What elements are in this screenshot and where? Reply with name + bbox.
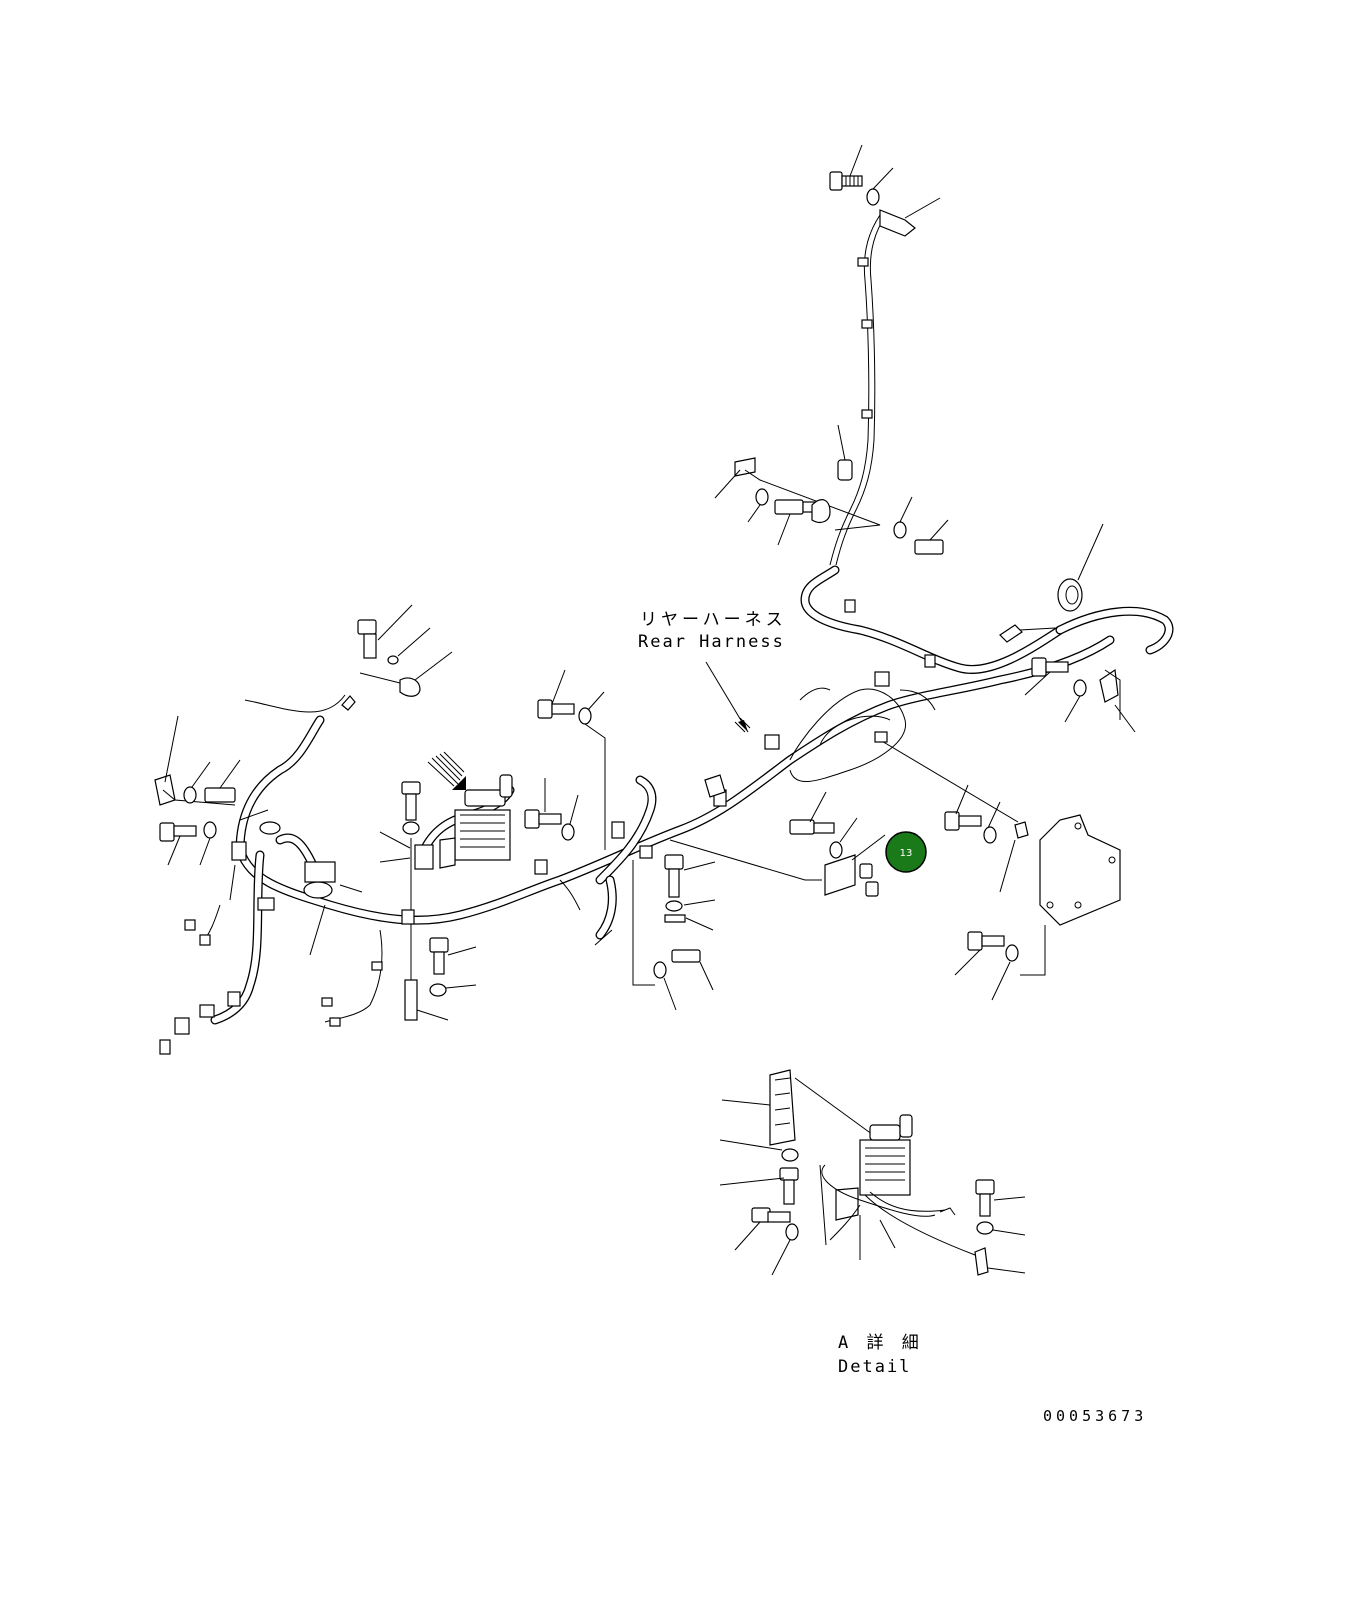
lower-center-bolt-group [429, 937, 477, 997]
detail-a-title-jp: A 詳 細 [838, 1333, 923, 1353]
callout-13[interactable]: 13 [885, 831, 927, 873]
upper-middle-bracket-group [714, 457, 949, 555]
rear-harness-label-jp: リヤーハーネス [640, 610, 787, 630]
rear-harness-label: リヤーハーネス Rear Harness [638, 610, 787, 652]
right-cluster-wires [789, 687, 936, 783]
relay-bracket-group [669, 791, 886, 897]
rear-harness-label-en: Rear Harness [638, 632, 785, 652]
far-left-bolt-group [154, 715, 241, 866]
trunk-clamps [401, 599, 936, 925]
detail-a-label: A 詳 細 Detail [838, 1333, 923, 1377]
callout-13-circle[interactable] [885, 831, 927, 873]
left-branch-wires [199, 694, 383, 1025]
top-bolt-group [829, 144, 941, 237]
right-grommet-group [999, 523, 1104, 643]
middle-bolt-pair [524, 669, 606, 850]
detail-a-title-en: Detail [838, 1357, 911, 1377]
right-bracket-plate [879, 739, 1121, 1001]
main-harness-trunk [235, 635, 1115, 925]
left-junction-clamps [229, 695, 363, 956]
upper-branch-wire [800, 214, 1174, 674]
view-arrow-a [427, 751, 466, 790]
detail-a-inset [719, 1069, 1026, 1276]
center-vertical-bolt [379, 781, 449, 1021]
far-left-connectors [159, 919, 383, 1055]
right-bolt-group [1024, 657, 1136, 733]
drawing-number: 00053673 [1043, 1407, 1147, 1425]
callout-13-number[interactable]: 13 [900, 848, 913, 859]
upper-branch-clips [837, 257, 873, 481]
left-top-bolt-group [357, 604, 453, 697]
center-connector-block [414, 751, 513, 870]
center-right-bolts [594, 845, 716, 1011]
rear-harness-leader [705, 661, 751, 733]
